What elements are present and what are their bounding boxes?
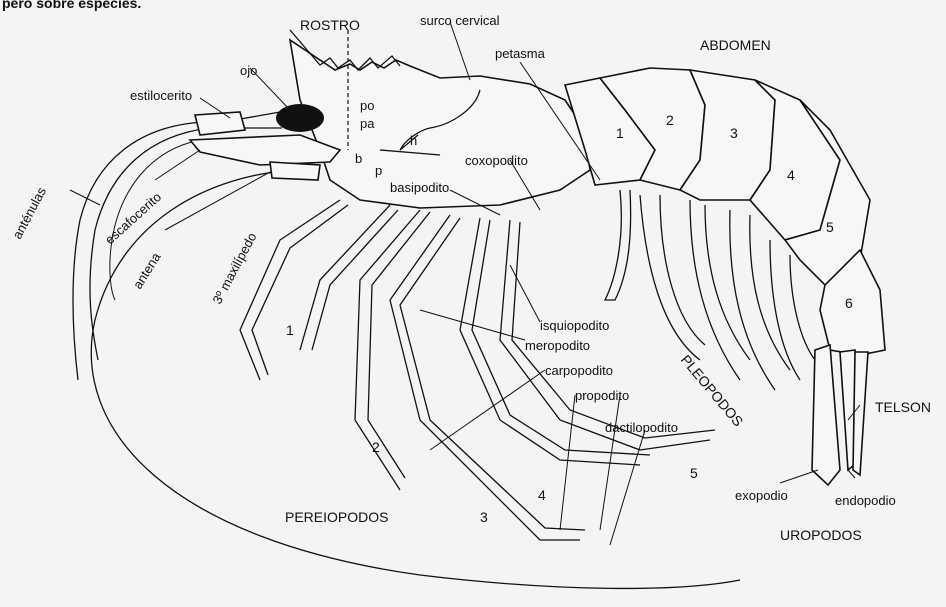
label-isquiopodito: isquiopodito [540, 318, 609, 333]
uropod-exopod [812, 345, 840, 485]
label-b: b [355, 151, 362, 166]
label-surco-cervical: surco cervical [420, 13, 500, 28]
header-fragment: pero sobre especies. [2, 0, 141, 11]
antenna-flagellum [91, 170, 740, 588]
label-ojo: ojo [240, 63, 257, 78]
label-pereiopodos: PEREIOPODOS [285, 509, 388, 525]
label-carpopodito: carpopodito [545, 363, 613, 378]
leg-number-2: 2 [372, 439, 380, 455]
label-telson: TELSON [875, 399, 931, 415]
label-escafocerito: escafocerito [102, 189, 164, 247]
label-petasma: petasma [495, 46, 546, 61]
label-coxopodito: coxopodito [465, 153, 528, 168]
segment-number-5: 5 [826, 219, 834, 235]
label-exopodio: exopodio [735, 488, 788, 503]
label-estilocerito: estilocerito [130, 88, 192, 103]
label-antenulas: anténulas [9, 184, 49, 241]
antennal-peduncle [270, 162, 320, 180]
label-endopodio: endopodio [835, 493, 896, 508]
label-meropodito: meropodito [525, 338, 590, 353]
label-dactilopodito: dactilopodito [605, 420, 678, 435]
label-basipodito: basipodito [390, 180, 449, 195]
label-po: po [360, 98, 374, 113]
segment-number-1: 1 [616, 125, 624, 141]
leg-number-5: 5 [690, 465, 698, 481]
label-p: p [375, 163, 382, 178]
label-maxilipedo: 3º maxilípedo [209, 230, 259, 306]
segment-number-4: 4 [787, 167, 795, 183]
label-propodito: propodito [575, 388, 629, 403]
label-rostro: ROSTRO [300, 17, 360, 33]
segment-number-2: 2 [666, 112, 674, 128]
eye [276, 104, 324, 132]
label-uropodos: UROPODOS [780, 527, 862, 543]
label-pa: pa [360, 116, 375, 131]
leg-number-4: 4 [538, 487, 546, 503]
antennular-peduncle [195, 112, 245, 135]
label-antena: antena [130, 249, 164, 291]
telson [853, 352, 868, 475]
leg-number-3: 3 [480, 509, 488, 525]
label-h: h [410, 133, 417, 148]
pereiopods [240, 200, 715, 540]
label-pleopodos: PLEOPODOS [678, 352, 747, 430]
segment-number-6: 6 [845, 295, 853, 311]
segment-number-3: 3 [730, 125, 738, 141]
leg-number-1: 1 [286, 322, 294, 338]
label-abdomen: ABDOMEN [700, 37, 771, 53]
antennule-upper [73, 122, 205, 380]
